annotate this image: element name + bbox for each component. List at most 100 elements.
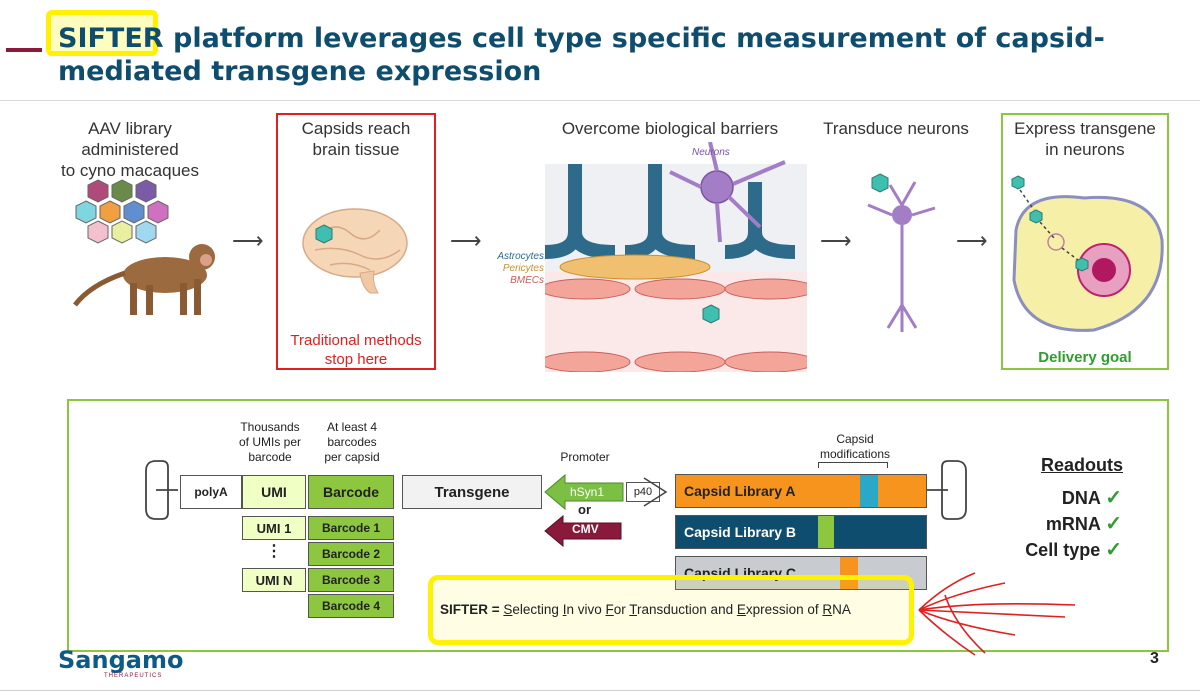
traditional-methods-note-line2: stop here <box>324 351 388 368</box>
stage-2-caption: Capsids reach brain tissue <box>276 118 436 160</box>
title-prefix: SIFTER <box>58 23 164 54</box>
macaque-icon <box>73 244 215 315</box>
promoter-header: Promoter <box>560 450 610 464</box>
arrow-1-icon: ⟶ <box>232 228 264 253</box>
sifter-word-4: ransduction and <box>637 602 737 617</box>
title-accent-bar <box>6 48 42 52</box>
check-icon: ✓ <box>1105 487 1122 509</box>
library-a-modification <box>860 475 878 507</box>
readout-mrna-label: mRNA <box>1045 514 1101 534</box>
biological-barriers-illustration <box>545 142 807 372</box>
readout-cell-type-label: Cell type <box>1025 540 1101 560</box>
umi-header-line3: barcode <box>248 450 292 464</box>
brain-icon <box>302 208 408 294</box>
sifter-definition: SIFTER = Selecting In vivo For Transduct… <box>440 602 851 617</box>
slide-title: SIFTER platform leverages cell type spec… <box>58 22 1188 88</box>
capsid-mod-header-line1: Capsid <box>836 432 874 446</box>
sifter-highlight-annotation <box>428 575 914 645</box>
capsid-library-a: Capsid Library A <box>675 474 927 508</box>
sifter-word-3: or <box>613 602 630 617</box>
barrier-neuron-icon <box>669 142 786 243</box>
barcode-2-item: Barcode 2 <box>308 542 394 566</box>
barcode-4-item: Barcode 4 <box>308 594 394 618</box>
stage-2-caption-line1: Capsids reach <box>301 119 411 138</box>
umi-n-item: UMI N <box>242 568 306 592</box>
stage-2-caption-line2: brain tissue <box>312 140 400 159</box>
title-highlight-annotation <box>46 10 158 56</box>
stage-1-caption-line2: to cyno macaques <box>61 161 199 180</box>
umi-header-line1: Thousands <box>240 420 300 434</box>
umi-ellipsis: ⋮ <box>266 543 282 560</box>
barcode-header-line1: At least 4 <box>326 420 378 434</box>
sifter-word-5: xpression of <box>745 602 823 617</box>
title-divider <box>0 100 1200 101</box>
capsid-library-c: Capsid Library C <box>675 556 927 590</box>
transgene-segment: Transgene <box>402 475 542 509</box>
sifter-word-6: NA <box>832 602 851 617</box>
traditional-methods-note-line1: Traditional methods <box>290 332 422 349</box>
arrow-3-icon: ⟶ <box>820 228 852 253</box>
stage-1-caption: AAV library administered to cyno macaque… <box>40 118 220 181</box>
sifter-word-2: n vivo <box>566 602 606 617</box>
p40-arrow-icon <box>643 477 668 507</box>
stage-4-caption: Transduce neurons <box>823 119 969 138</box>
bmecs-label: BMECs <box>510 275 544 286</box>
sifter-word-1: electing <box>512 602 563 617</box>
transgene-expression-cell-icon <box>1011 175 1164 332</box>
umi-header: Thousands of UMIs per barcode <box>230 420 310 465</box>
readout-cell-type: Cell type ✓ <box>990 537 1122 562</box>
barcode-header: At least 4 barcodes per capsid <box>310 420 394 465</box>
barcode-segment: Barcode <box>308 475 394 509</box>
construct-panel <box>67 399 1169 652</box>
polya-segment: polyA <box>180 475 242 509</box>
sifter-letter-s: S <box>503 602 513 617</box>
sangamo-logo-subtext: THERAPEUTICS <box>104 673 163 679</box>
capsid-library-icon <box>75 179 169 244</box>
right-itr-icon <box>926 460 967 520</box>
title-rest: platform leverages cell type specific me… <box>58 23 1105 87</box>
red-arrow-annotation <box>918 572 1076 656</box>
stage-3-caption: Overcome biological barriers <box>561 119 779 138</box>
sifter-letter-i: I <box>562 602 567 617</box>
stage-5-caption-line1: Express transgene <box>1014 119 1156 138</box>
delivery-goal-box <box>1001 113 1169 370</box>
cmv-label: CMV <box>572 522 599 536</box>
readout-dna-label: DNA <box>1061 488 1101 508</box>
sifter-definition-prefix: SIFTER = <box>440 602 504 617</box>
umi-1-item: UMI 1 <box>242 516 306 540</box>
footer-divider <box>0 690 1200 691</box>
traditional-methods-note: Traditional methods stop here <box>278 331 434 369</box>
aav-library-macaque-illustration <box>73 179 215 315</box>
neuron-icon <box>867 173 936 332</box>
library-b-modification <box>818 516 834 548</box>
umi-header-line2: of UMIs per <box>238 435 301 449</box>
readout-dna: DNA ✓ <box>1000 485 1122 510</box>
capsid-modifications-bracket <box>818 462 888 468</box>
check-icon: ✓ <box>1105 539 1122 561</box>
readouts-title: Readouts <box>1040 455 1123 475</box>
left-itr-icon <box>145 460 178 520</box>
cmv-promoter-arrow <box>544 514 622 548</box>
hsyn1-label: hSyn1 <box>570 485 605 499</box>
neurons-label: Neurons <box>692 147 730 158</box>
capsid-mod-header-line2: modifications <box>819 447 891 461</box>
check-icon: ✓ <box>1105 513 1122 535</box>
arrow-2-icon: ⟶ <box>450 228 482 253</box>
p40-segment: p40 <box>626 482 660 502</box>
sifter-letter-e: E <box>736 602 746 617</box>
sangamo-logo: Sangamo <box>58 646 184 674</box>
delivery-goal-note: Delivery goal <box>1038 349 1132 366</box>
astrocytes-label: Astrocytes <box>497 251 544 262</box>
page-number: 3 <box>1150 650 1159 667</box>
barcode-3-item: Barcode 3 <box>308 568 394 592</box>
sifter-letter-f: F <box>605 602 614 617</box>
umi-segment: UMI <box>242 475 306 509</box>
capsid-library-b: Capsid Library B <box>675 515 927 549</box>
capsid-modifications-header: Capsid modifications <box>810 432 900 462</box>
stage-5-caption: Express transgene in neurons <box>1001 118 1169 160</box>
hsyn1-promoter-arrow <box>544 473 624 511</box>
barcode-1-item: Barcode 1 <box>308 516 394 540</box>
or-label: or <box>578 502 591 517</box>
sifter-letter-t: T <box>629 602 638 617</box>
traditional-methods-box <box>276 113 436 370</box>
